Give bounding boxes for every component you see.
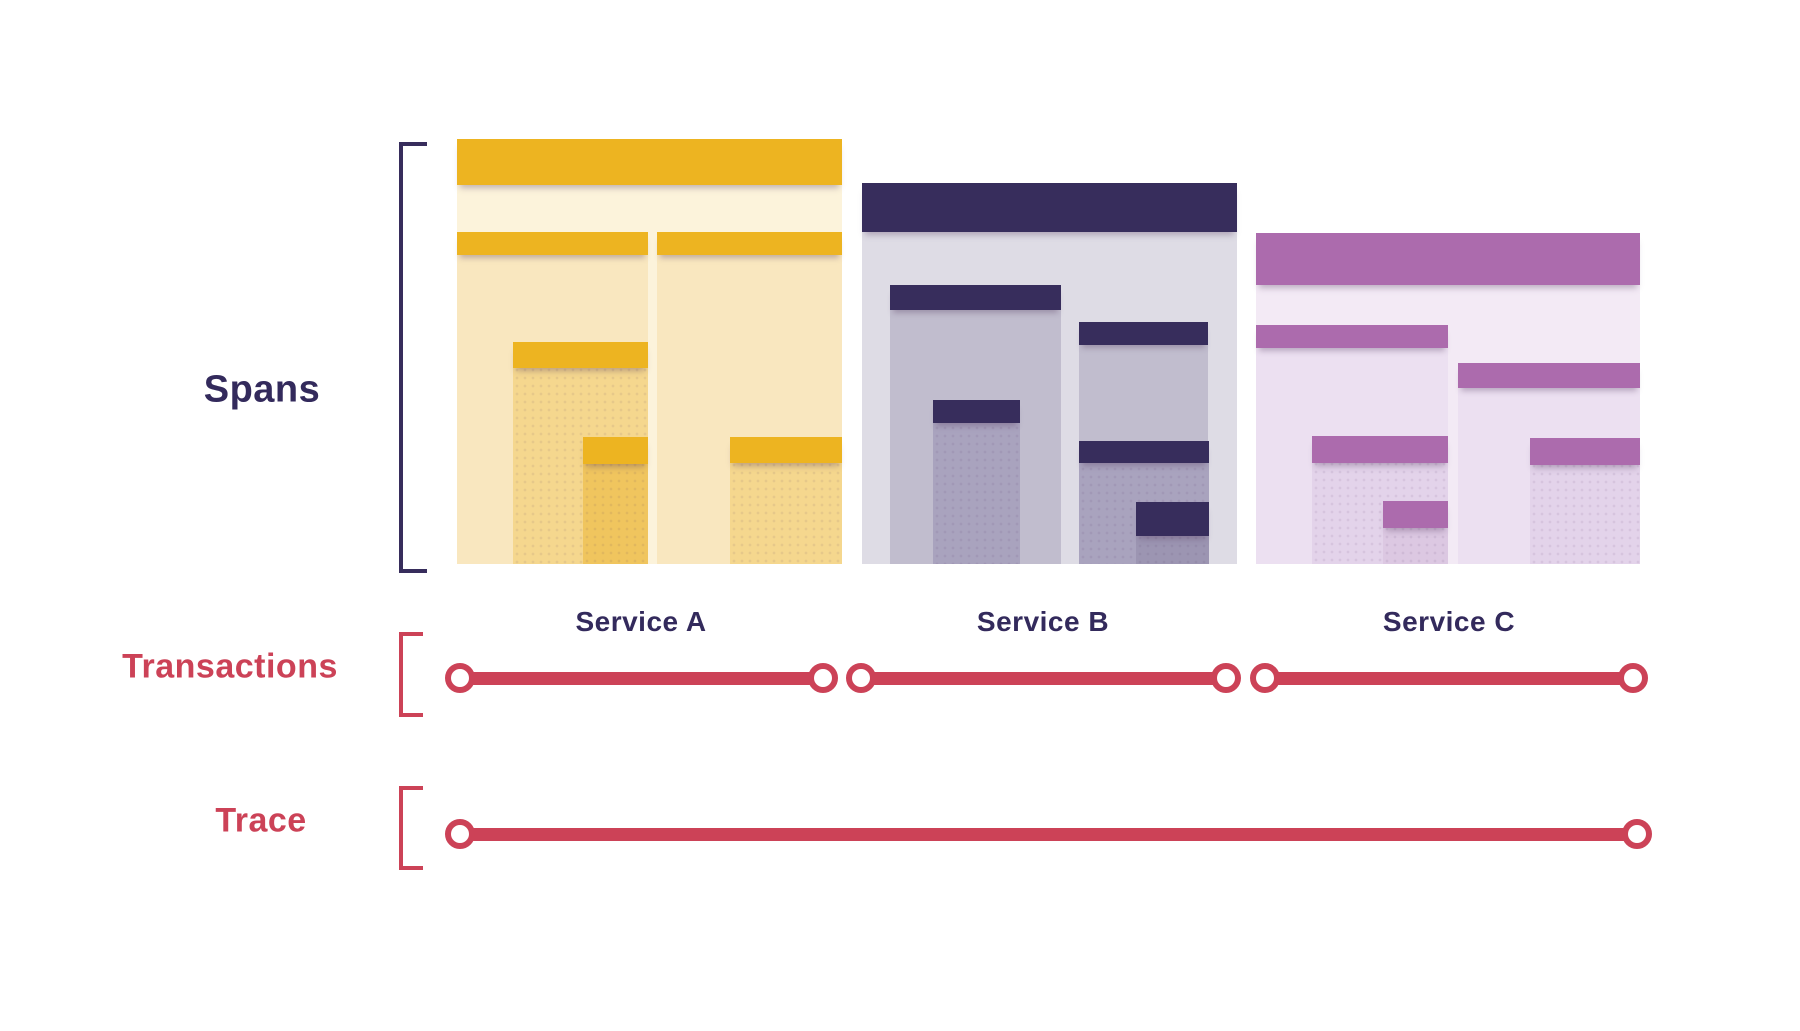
trace-endpoint-circle <box>1622 819 1652 849</box>
service-a-span-0-bar <box>457 139 842 185</box>
service-c-span-4-bar <box>1383 501 1448 528</box>
trace-endpoint-circle <box>445 819 475 849</box>
spans-bracket <box>399 142 427 573</box>
service-c-span-2-bar <box>1458 363 1640 388</box>
service-a-span-3-bar <box>513 342 648 368</box>
service-a-span-2-bar <box>657 232 842 255</box>
service-b-span-3-body <box>933 400 1020 564</box>
transaction-endpoint-circle <box>445 663 475 693</box>
service-b-span-2-bar <box>1079 322 1208 345</box>
service-a-span-1-bar <box>457 232 648 255</box>
transaction-endpoint-circle <box>1250 663 1280 693</box>
service-c-span-5-bar <box>1530 438 1640 465</box>
spans-label: Spans <box>203 368 321 411</box>
trace-line <box>460 827 1637 841</box>
transaction-endpoint-circle <box>808 663 838 693</box>
service-b-label: Service B <box>976 606 1110 637</box>
transactions-bracket <box>399 632 423 717</box>
trace-bracket <box>399 786 423 870</box>
transaction-endpoint-circle <box>846 663 876 693</box>
service-a-span-5-bar <box>730 437 842 463</box>
service-c-span-3-bar <box>1312 436 1448 463</box>
transaction-line <box>861 671 1226 685</box>
transaction-endpoint-circle <box>1211 663 1241 693</box>
service-a-label: Service A <box>575 606 707 637</box>
transaction-endpoint-circle <box>1618 663 1648 693</box>
service-b-span-3-bar <box>933 400 1020 423</box>
transaction-line <box>460 671 823 685</box>
service-b-span-1-bar <box>890 285 1061 310</box>
trace-label: Trace <box>215 801 307 840</box>
service-c-span-0-bar <box>1256 233 1640 285</box>
service-c-label: Service C <box>1382 606 1516 637</box>
transactions-label: Transactions <box>122 647 338 686</box>
service-c-span-1-bar <box>1256 325 1448 348</box>
service-a-span-4-bar <box>583 437 648 464</box>
service-b-span-0-bar <box>862 183 1237 232</box>
transaction-line <box>1265 671 1633 685</box>
service-b-span-4-bar <box>1079 441 1209 463</box>
service-b-span-5-bar <box>1136 502 1209 536</box>
